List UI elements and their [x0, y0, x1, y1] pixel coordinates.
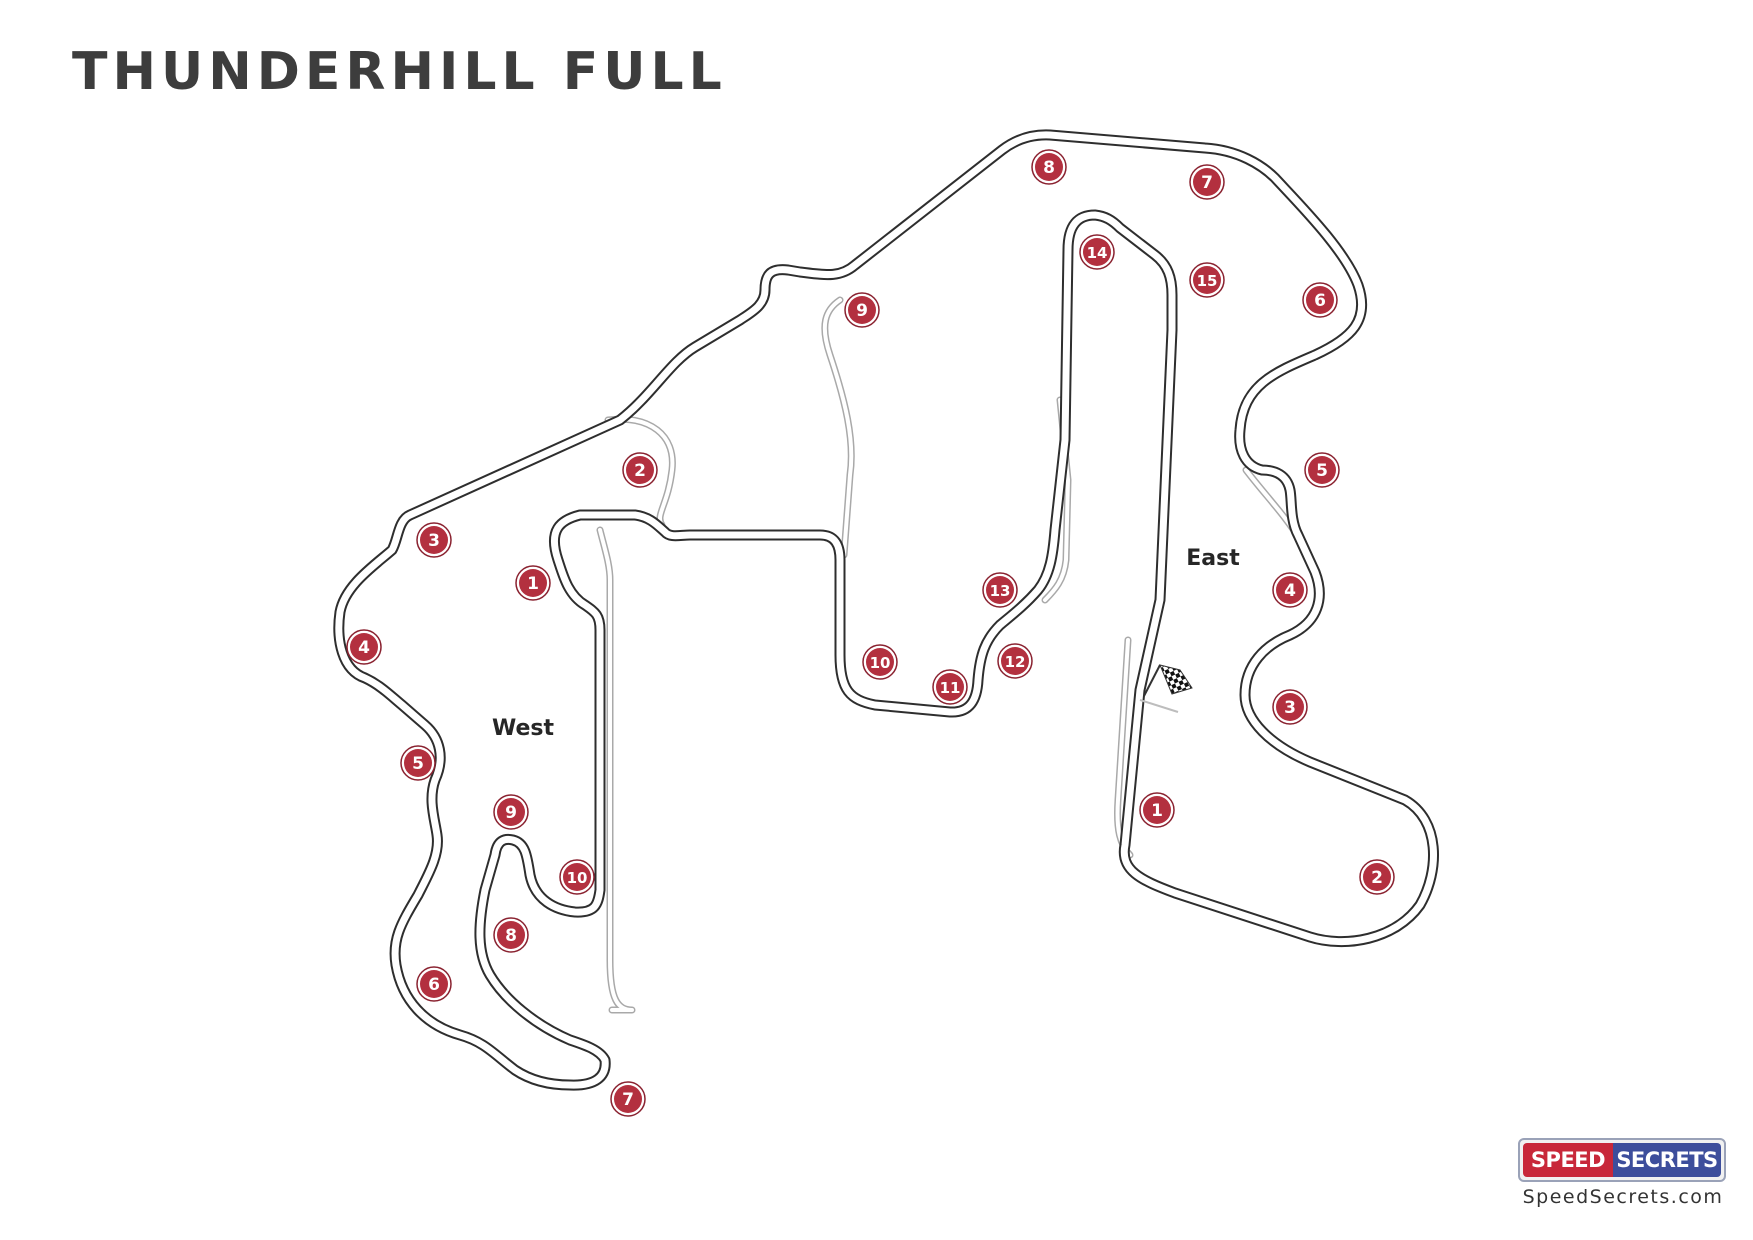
turn-marker-east-3: 3 [1272, 689, 1308, 725]
turn-marker-east-6: 6 [1302, 282, 1338, 318]
svg-text:13: 13 [990, 582, 1011, 600]
svg-text:8: 8 [1043, 158, 1055, 178]
turn-marker-east-9: 9 [844, 292, 880, 328]
svg-text:6: 6 [428, 975, 440, 995]
svg-text:7: 7 [1201, 173, 1213, 193]
area-label-west: West [492, 716, 554, 741]
turn-marker-west-1: 1 [515, 565, 551, 601]
site-link[interactable]: SpeedSecrets.com [1522, 1186, 1724, 1208]
turn-marker-east-1: 1 [1139, 792, 1175, 828]
svg-text:8: 8 [505, 926, 517, 946]
svg-text:4: 4 [358, 638, 370, 658]
svg-text:9: 9 [505, 803, 517, 823]
svg-text:9: 9 [856, 301, 868, 321]
turn-marker-east-13: 13 [982, 572, 1018, 608]
turn-marker-east-5: 5 [1304, 452, 1340, 488]
turn-marker-west-10: 10 [559, 859, 595, 895]
svg-text:2: 2 [1371, 868, 1383, 888]
turn-marker-west-7: 7 [610, 1081, 646, 1117]
circuit-track [333, 129, 1439, 1091]
logo-speed-text: SPEED [1523, 1143, 1613, 1177]
turn-marker-east-7: 7 [1189, 164, 1225, 200]
logo-secrets-text: SECRETS [1613, 1143, 1721, 1177]
turn-marker-east-4: 4 [1272, 572, 1308, 608]
turn-markers-east: 1 2 3 4 5 6 7 8 [844, 149, 1395, 895]
turn-marker-west-6: 6 [416, 966, 452, 1002]
svg-text:12: 12 [1005, 653, 1026, 671]
turn-marker-east-8: 8 [1031, 149, 1067, 185]
turn-marker-west-4: 4 [346, 629, 382, 665]
svg-text:5: 5 [1316, 461, 1328, 481]
svg-text:15: 15 [1197, 272, 1218, 290]
svg-text:3: 3 [1284, 698, 1296, 718]
svg-text:10: 10 [870, 654, 891, 672]
svg-text:7: 7 [622, 1090, 634, 1110]
turn-marker-west-2: 2 [622, 452, 658, 488]
svg-text:5: 5 [412, 754, 424, 774]
turn-marker-west-8: 8 [493, 917, 529, 953]
svg-text:4: 4 [1284, 581, 1296, 601]
turn-marker-east-15: 15 [1189, 262, 1225, 298]
turn-marker-west-3: 3 [416, 522, 452, 558]
turn-marker-east-14: 14 [1079, 234, 1115, 270]
turn-markers-west: 1 2 3 4 5 6 7 8 [346, 452, 658, 1117]
svg-text:10: 10 [567, 869, 588, 887]
turn-marker-east-11: 11 [932, 669, 968, 705]
turn-marker-east-2: 2 [1359, 859, 1395, 895]
turn-marker-east-10: 10 [862, 644, 898, 680]
page-title: THUNDERHILL FULL [72, 42, 727, 102]
speed-secrets-logo[interactable]: SPEED SECRETS [1518, 1138, 1726, 1182]
svg-text:6: 6 [1314, 291, 1326, 311]
svg-text:11: 11 [940, 679, 961, 697]
svg-text:2: 2 [634, 461, 646, 481]
svg-text:3: 3 [428, 531, 440, 551]
svg-text:14: 14 [1087, 244, 1108, 262]
area-label-east: East [1186, 546, 1240, 571]
svg-text:1: 1 [527, 574, 539, 594]
svg-text:1: 1 [1151, 801, 1163, 821]
turn-marker-east-12: 12 [997, 643, 1033, 679]
turn-marker-west-9: 9 [493, 794, 529, 830]
checkered-flag-icon [1139, 664, 1193, 713]
turn-marker-west-5: 5 [400, 745, 436, 781]
